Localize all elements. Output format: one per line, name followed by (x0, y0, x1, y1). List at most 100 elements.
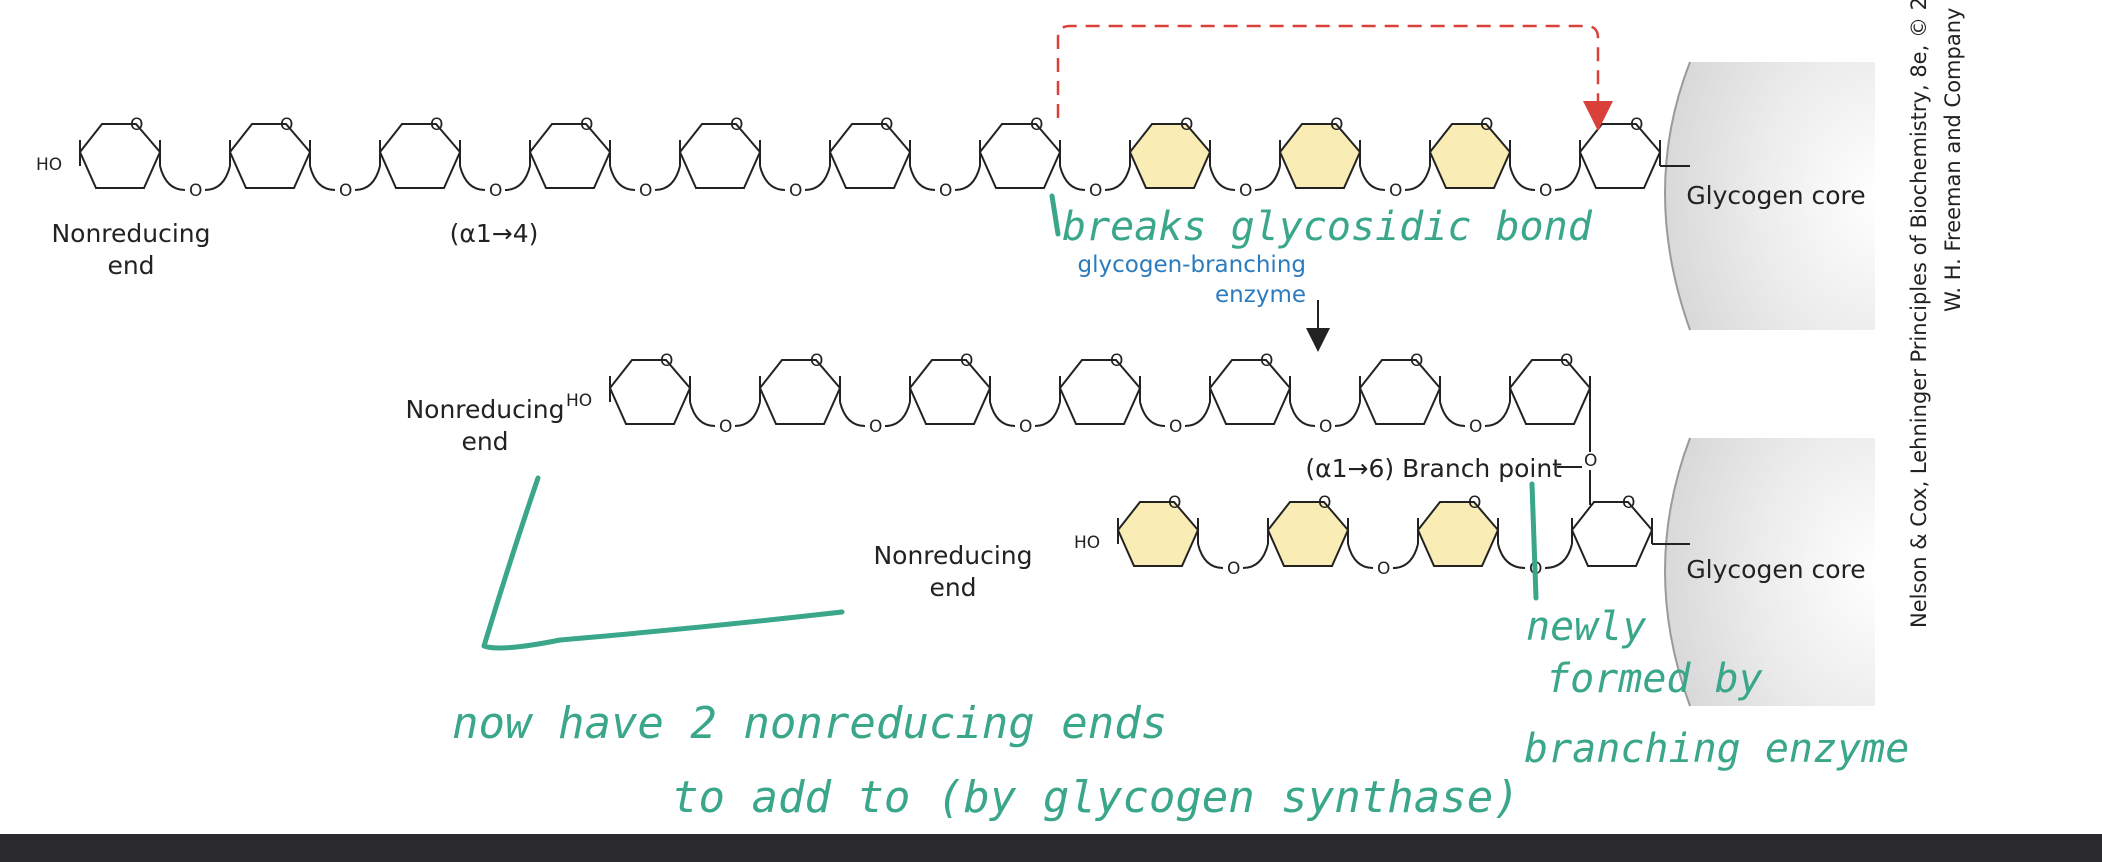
ring-oxygen: O (1480, 115, 1493, 135)
annotation-breaks: breaks glycosidic bond (1062, 204, 1593, 250)
top-bond-8: O (1209, 165, 1281, 201)
ring-oxygen: O (280, 115, 293, 135)
glycosidic-bonds: O O O O O O O O O O O O O O O O O O O (159, 165, 1690, 579)
top-residue-10: O (1428, 115, 1512, 189)
glycogen-core-bottom (1664, 437, 1875, 707)
bridge-oxygen: O (869, 417, 882, 437)
ring-oxygen: O (580, 115, 593, 135)
label-nonreducing-top-2: end (107, 251, 154, 280)
ring-oxygen: O (810, 351, 823, 371)
check-stroke (481, 475, 845, 651)
middle-residue-7: O (1508, 351, 1592, 425)
top-bond-7: O (1059, 165, 1131, 201)
annotation-newly-1: newly (1526, 604, 1646, 650)
ring-oxygen: O (130, 115, 143, 135)
bottom-residue-4: O (1570, 493, 1654, 567)
ring-oxygen: O (1330, 115, 1343, 135)
middle-bond-1: O (689, 401, 761, 437)
ring-oxygen: O (1168, 493, 1181, 513)
bridge-oxygen: O (1089, 181, 1102, 201)
top-residue-4: O (528, 115, 612, 189)
middle-bond-6: O (1439, 401, 1511, 437)
top-bond-10: O (1509, 165, 1581, 201)
label-nonreducing-mid-1: Nonreducing (405, 395, 564, 424)
bottom-bar (0, 834, 2102, 862)
top-residue-9: O (1278, 115, 1362, 189)
handwritten-annotations: breaks glycosidic bond newly formed by b… (452, 193, 1909, 823)
top-bond-5: O (759, 165, 831, 201)
bottom-bond-1: O (1197, 543, 1269, 579)
bridge-oxygen: O (939, 181, 952, 201)
ring-oxygen: O (1410, 351, 1423, 371)
ring-oxygen: O (1260, 351, 1273, 371)
bridge-oxygen: O (189, 181, 202, 201)
top-residue-5: O (678, 115, 762, 189)
hydroxyl-label: HO (1074, 533, 1100, 553)
top-residue-11: O (1578, 115, 1662, 189)
middle-residue-5: O (1208, 351, 1292, 425)
tick-mark (1049, 193, 1061, 237)
annotation-newly-2: formed by (1546, 656, 1763, 702)
ring-oxygen: O (880, 115, 893, 135)
ring-oxygen: O (1110, 351, 1123, 371)
ring-oxygen: O (660, 351, 673, 371)
bridge-oxygen: O (1227, 559, 1240, 579)
bottom-residue-1: O HO (1074, 493, 1200, 567)
ring-oxygen: O (1468, 493, 1481, 513)
ring-oxygen: O (1630, 115, 1643, 135)
bridge-oxygen: O (339, 181, 352, 201)
middle-residue-1: O HO (566, 351, 692, 425)
hydroxyl-label: HO (566, 391, 592, 411)
glucose-residues: O HO O O O O O O O O O O O HO O O O O O O O HO O O O (36, 115, 1662, 567)
top-residue-2: O (228, 115, 312, 189)
glycogen-core-top (1664, 61, 1875, 331)
credit-line-2: W. H. Freeman and Company (1941, 8, 1965, 312)
middle-residue-4: O (1058, 351, 1142, 425)
label-glycogen-core-bottom: Glycogen core (1686, 555, 1865, 584)
bottom-residue-3: O (1416, 493, 1500, 567)
label-nonreducing-mid-2: end (461, 427, 508, 456)
ring-oxygen: O (730, 115, 743, 135)
bridge-oxygen: O (789, 181, 802, 201)
top-bond-3: O (459, 165, 531, 201)
bridge-oxygen: O (719, 417, 732, 437)
top-residue-1: O HO (36, 115, 162, 189)
top-residue-3: O (378, 115, 462, 189)
annotation-newly-3: branching enzyme (1524, 726, 1909, 772)
transfer-arrow (1056, 24, 1613, 131)
middle-bond-2: O (839, 401, 911, 437)
ring-oxygen: O (960, 351, 973, 371)
hydroxyl-label: HO (36, 155, 62, 175)
top-residue-8: O (1128, 115, 1212, 189)
middle-residue-6: O (1358, 351, 1442, 425)
ring-oxygen: O (1622, 493, 1635, 513)
top-residue-7: O (978, 115, 1062, 189)
middle-bond-5: O (1289, 401, 1361, 437)
label-alpha14: (α1→4) (450, 219, 539, 248)
middle-residue-2: O (758, 351, 842, 425)
top-bond-1: O (159, 165, 231, 201)
branch-pointer-stroke (1529, 481, 1539, 601)
annotation-now-1: now have 2 nonreducing ends (452, 698, 1167, 749)
bridge-oxygen: O (1239, 181, 1252, 201)
label-branch-point: (α1→6) Branch point (1305, 454, 1562, 483)
bridge-oxygen: O (1169, 417, 1182, 437)
label-nonreducing-low-1: Nonreducing (873, 541, 1032, 570)
top-bond-9: O (1359, 165, 1431, 201)
label-glycogen-core-top: Glycogen core (1686, 181, 1865, 210)
ring-oxygen: O (1030, 115, 1043, 135)
bridge-oxygen: O (1389, 181, 1402, 201)
top-bond-2: O (309, 165, 381, 201)
branch-oxygen: O (1584, 451, 1597, 471)
top-residue-6: O (828, 115, 912, 189)
bridge-oxygen: O (1469, 417, 1482, 437)
annotation-now-2: to add to (by glycogen synthase) (672, 772, 1520, 823)
credit-line-1: Nelson & Cox, Lehninger Principles of Bi… (1907, 0, 1931, 628)
top-bond-6: O (909, 165, 981, 201)
ring-oxygen: O (1180, 115, 1193, 135)
label-nonreducing-low-2: end (929, 573, 976, 602)
bridge-oxygen: O (639, 181, 652, 201)
ring-oxygen: O (1318, 493, 1331, 513)
